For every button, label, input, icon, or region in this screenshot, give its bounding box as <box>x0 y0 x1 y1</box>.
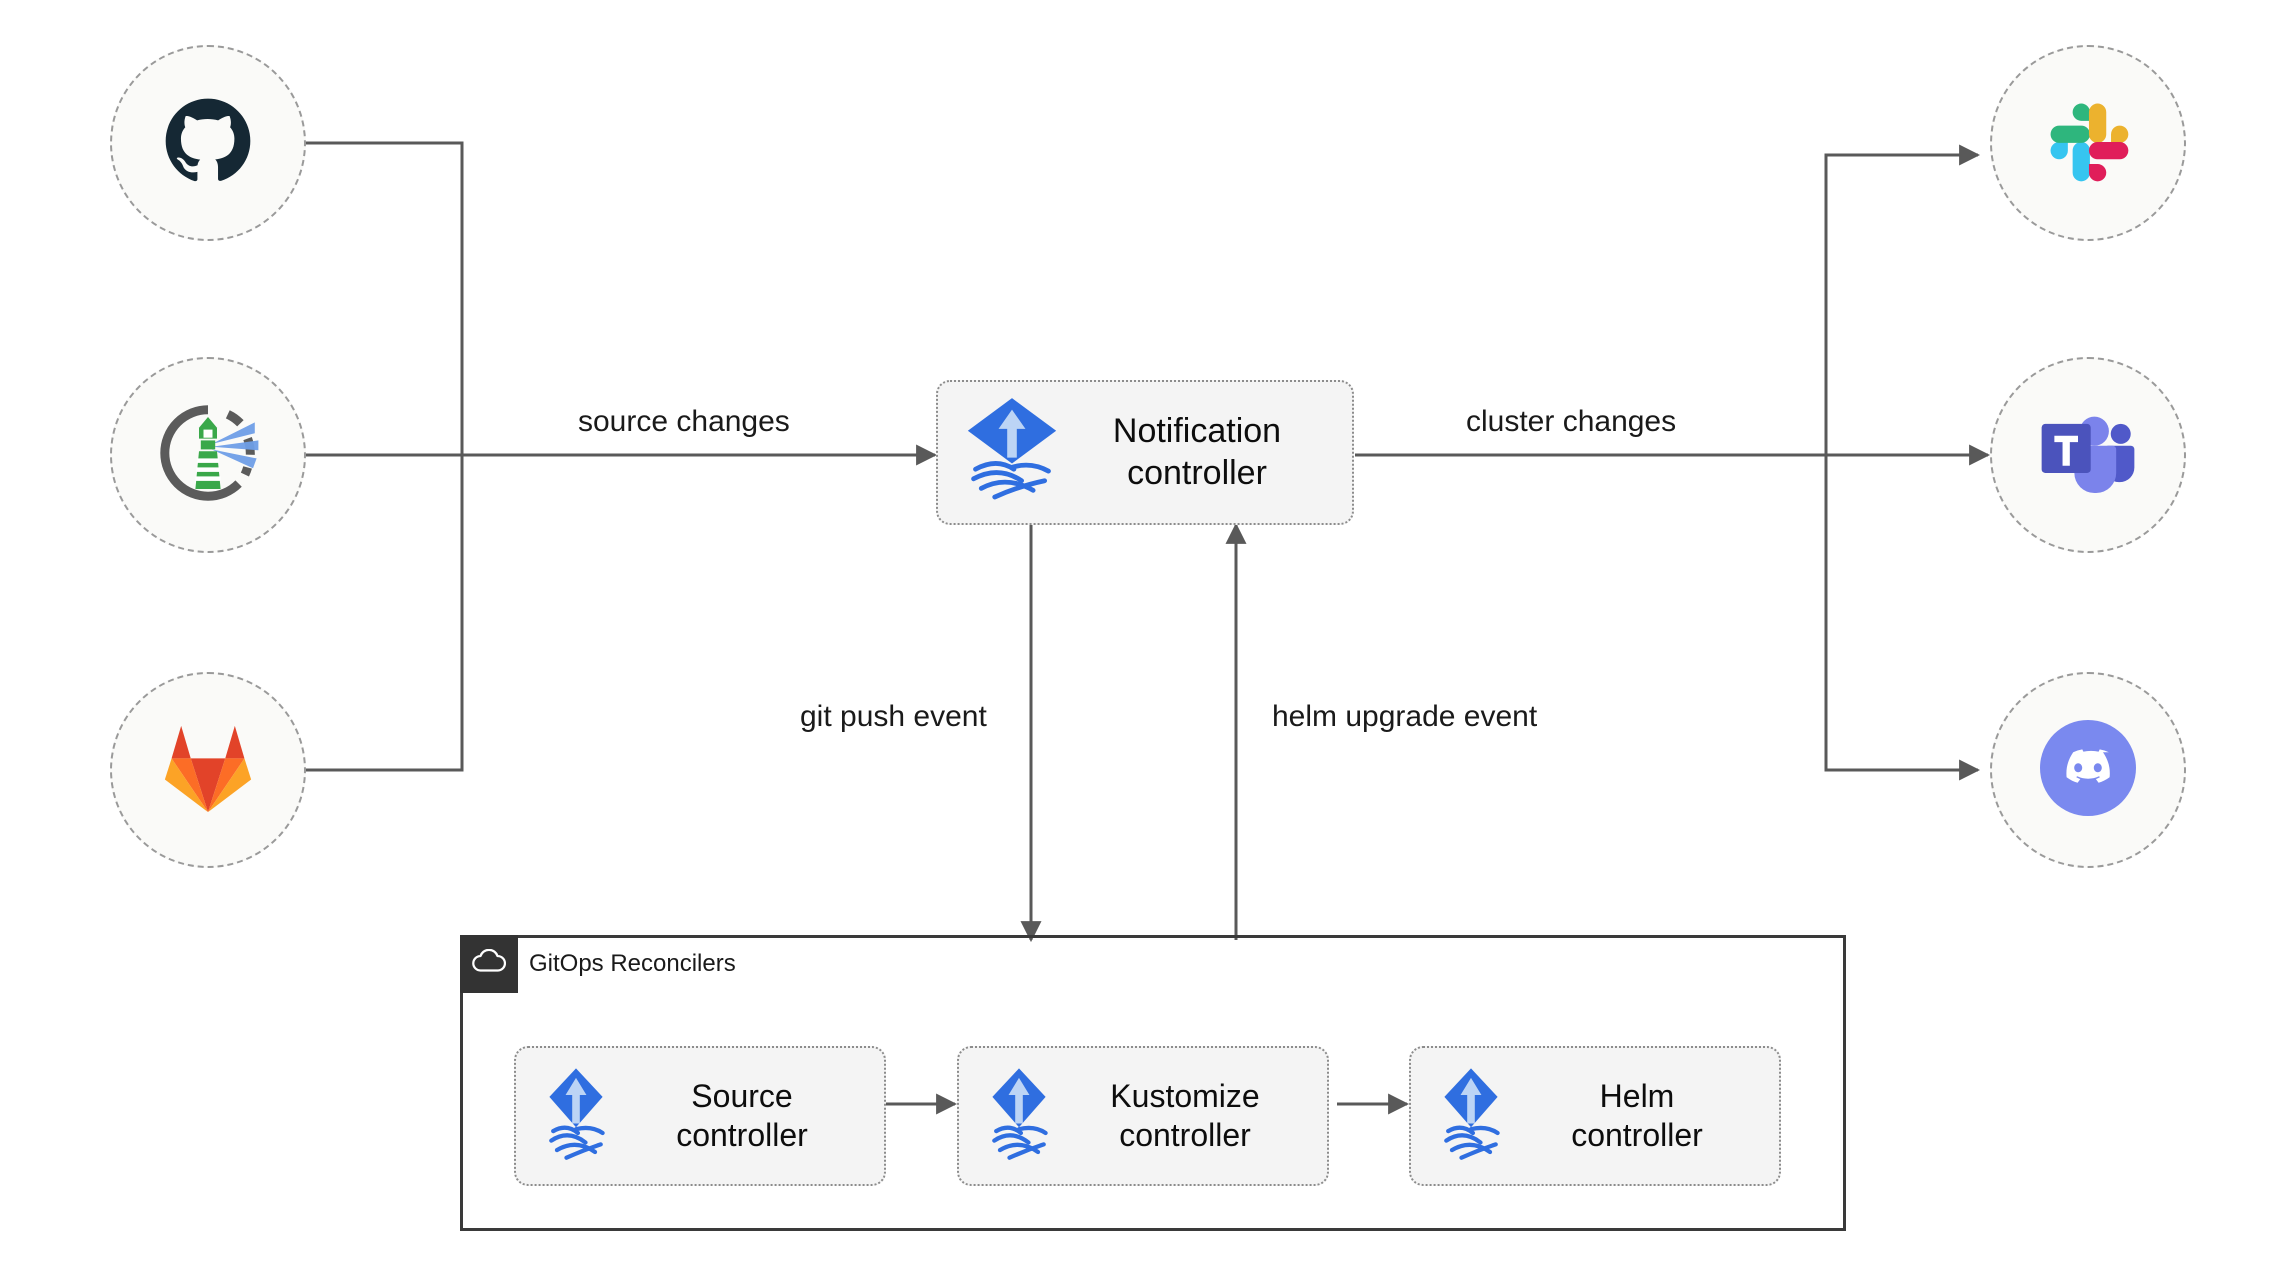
source-bus-lines <box>303 141 464 772</box>
edge-label-cluster-changes: cluster changes <box>1466 405 1677 438</box>
source-controller-label: Source controller <box>676 1077 808 1153</box>
sink-node-slack[interactable] <box>1990 45 2186 241</box>
flux-lighthouse-icon <box>154 399 262 512</box>
flux-logo-icon <box>538 1066 614 1167</box>
helm-controller-box[interactable]: Helm controller <box>1409 1046 1781 1186</box>
gitlab-icon <box>160 722 256 819</box>
notification-controller-box[interactable]: Notification controller <box>936 380 1354 525</box>
notification-controller-label: Notification controller <box>1112 412 1282 492</box>
kustomize-controller-label: Kustomize controller <box>1110 1077 1260 1153</box>
microsoft-teams-icon <box>2038 407 2138 504</box>
group-title: GitOps Reconcilers <box>529 950 736 977</box>
group-tab <box>460 935 518 993</box>
sink-bus-lines <box>1824 144 1991 781</box>
edge-label-helm-upgrade-event: helm upgrade event <box>1272 700 1538 733</box>
helm-controller-label: Helm controller <box>1571 1077 1703 1153</box>
slack-icon <box>2040 93 2136 194</box>
kustomize-controller-box[interactable]: Kustomize controller <box>957 1046 1329 1186</box>
edge-label-git-push-event: git push event <box>800 700 987 733</box>
cloud-icon <box>472 948 506 980</box>
sink-node-discord[interactable] <box>1990 672 2186 868</box>
source-node-gitlab[interactable] <box>110 672 306 868</box>
edge-label-source-changes: source changes <box>578 405 790 438</box>
github-icon <box>162 95 254 192</box>
flux-logo-icon <box>964 396 1060 509</box>
discord-icon <box>2028 708 2148 833</box>
flux-logo-icon <box>981 1066 1057 1167</box>
source-node-flux-lighthouse[interactable] <box>110 357 306 553</box>
sink-node-teams[interactable] <box>1990 357 2186 553</box>
source-controller-box[interactable]: Source controller <box>514 1046 886 1186</box>
flux-logo-icon <box>1433 1066 1509 1167</box>
source-node-github[interactable] <box>110 45 306 241</box>
gitops-reconcilers-group: GitOps Reconcilers Source controller <box>460 935 1846 1231</box>
